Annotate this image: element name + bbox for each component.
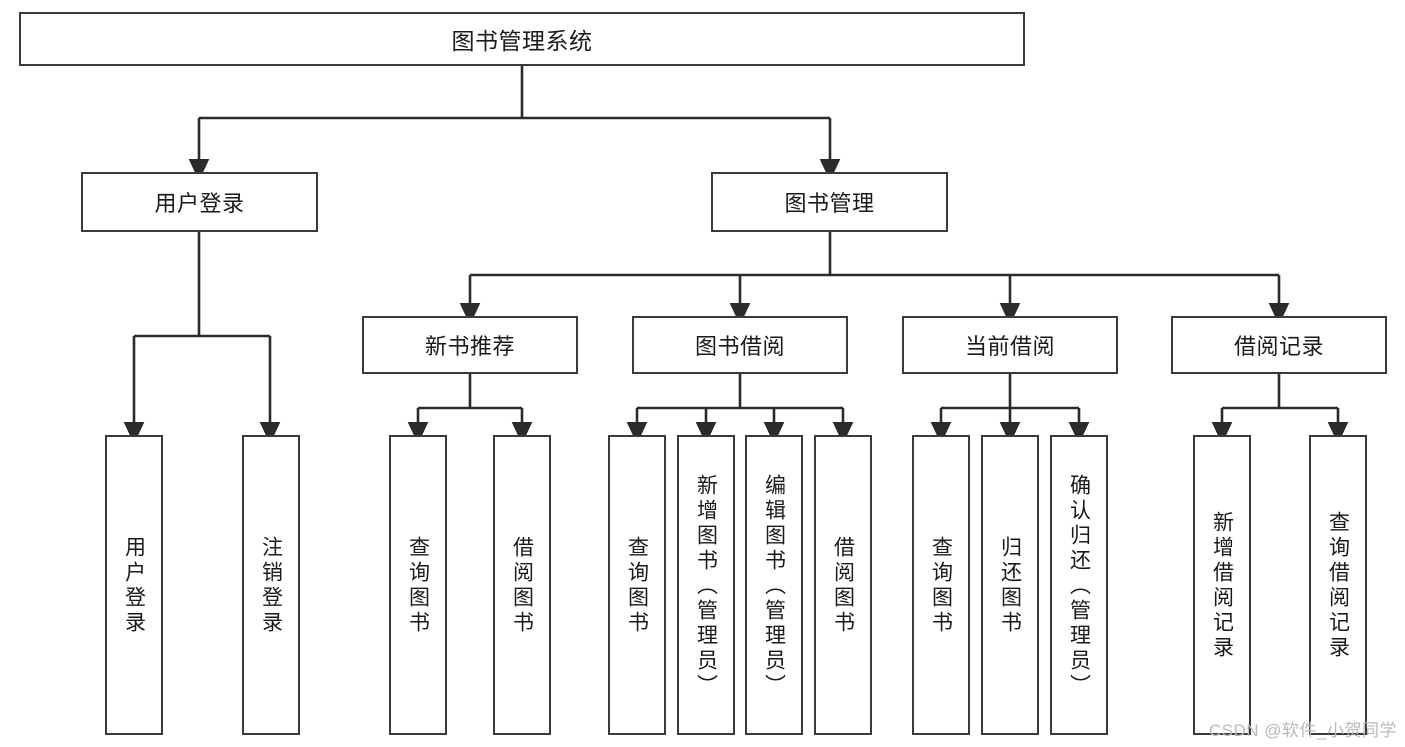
- node-label: 查询图书: [406, 536, 430, 636]
- node-label: 编辑图书（管理员）: [762, 473, 786, 699]
- leaf-edit-book[interactable]: 编辑图书（管理员）: [745, 435, 803, 735]
- node-label: 用户登录: [122, 536, 146, 636]
- node-label: 借阅图书: [510, 536, 534, 636]
- node-label: 图书借阅: [694, 334, 785, 359]
- node-new-book-recommend[interactable]: 新书推荐: [362, 316, 578, 374]
- node-label: 借阅记录: [1233, 334, 1324, 359]
- node-root-system[interactable]: 图书管理系统: [19, 12, 1025, 66]
- node-label: 新增借阅记录: [1210, 511, 1234, 661]
- leaf-add-book[interactable]: 新增图书（管理员）: [677, 435, 735, 735]
- leaf-logout[interactable]: 注销登录: [242, 435, 300, 735]
- node-user-login[interactable]: 用户登录: [81, 172, 318, 232]
- leaf-borrow-book-1[interactable]: 借阅图书: [493, 435, 551, 735]
- leaf-return-book[interactable]: 归还图书: [981, 435, 1039, 735]
- node-label: 归还图书: [998, 536, 1022, 636]
- node-label: 查询图书: [929, 536, 953, 636]
- node-book-borrow[interactable]: 图书借阅: [632, 316, 848, 374]
- node-label: 借阅图书: [831, 536, 855, 636]
- node-label: 图书管理: [784, 191, 875, 216]
- leaf-add-record[interactable]: 新增借阅记录: [1193, 435, 1251, 735]
- node-book-manage[interactable]: 图书管理: [711, 172, 948, 232]
- node-borrow-record[interactable]: 借阅记录: [1171, 316, 1387, 374]
- leaf-query-book-1[interactable]: 查询图书: [389, 435, 447, 735]
- node-label: 用户登录: [154, 191, 245, 216]
- node-label: 当前借阅: [964, 334, 1055, 359]
- node-current-borrow[interactable]: 当前借阅: [902, 316, 1118, 374]
- leaf-confirm-return[interactable]: 确认归还（管理员）: [1050, 435, 1108, 735]
- leaf-user-login[interactable]: 用户登录: [105, 435, 163, 735]
- node-label: 新增图书（管理员）: [694, 473, 718, 699]
- leaf-query-book-2[interactable]: 查询图书: [608, 435, 666, 735]
- node-label: 查询借阅记录: [1326, 511, 1350, 661]
- leaf-borrow-book-2[interactable]: 借阅图书: [814, 435, 872, 735]
- leaf-query-record[interactable]: 查询借阅记录: [1309, 435, 1367, 735]
- watermark-text: CSDN @软件_小贺同学: [1208, 721, 1397, 740]
- node-label: 查询图书: [625, 536, 649, 636]
- node-label: 新书推荐: [424, 334, 515, 359]
- node-label: 确认归还（管理员）: [1067, 473, 1091, 699]
- node-label: 注销登录: [259, 536, 283, 636]
- node-label: 图书管理系统: [451, 28, 593, 54]
- leaf-query-book-3[interactable]: 查询图书: [912, 435, 970, 735]
